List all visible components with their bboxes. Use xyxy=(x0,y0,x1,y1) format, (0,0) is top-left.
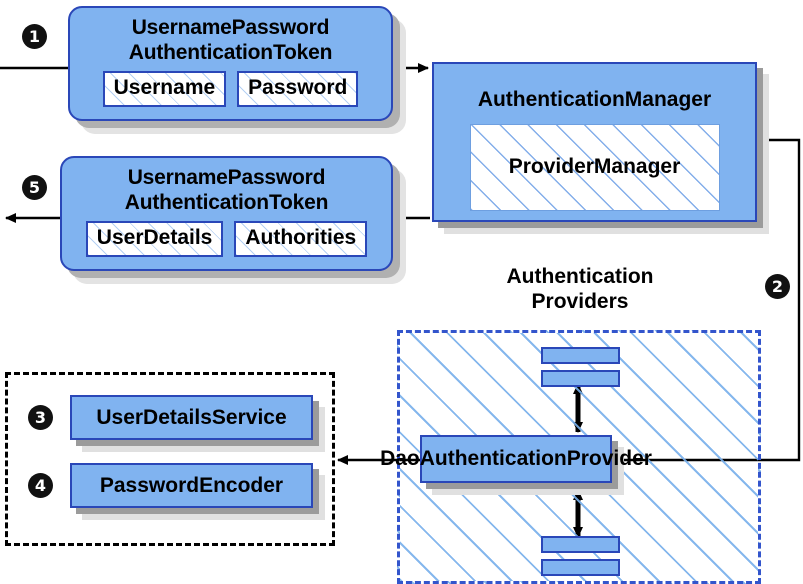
response-token-title: UsernamePassword AuthenticationToken xyxy=(124,166,329,214)
password-encoder-label: PasswordEncoder xyxy=(99,473,284,497)
field-userdetails[interactable]: UserDetails xyxy=(85,221,224,257)
field-authorities[interactable]: Authorities xyxy=(234,221,368,257)
provider-stack-top-bar-2[interactable] xyxy=(541,370,620,387)
dao-authentication-provider-label: DaoAuthenticationProvider xyxy=(380,447,652,470)
services-group-region xyxy=(5,372,335,546)
request-token-fields: Username Password xyxy=(102,71,359,107)
authentication-manager-title: AuthenticationManager xyxy=(477,87,712,111)
provider-stack-bottom-bar-2[interactable] xyxy=(541,559,620,576)
provider-manager-label: ProviderManager xyxy=(508,155,681,178)
step-marker-5: 5 xyxy=(22,175,47,200)
step-marker-3: 3 xyxy=(28,405,53,430)
field-username[interactable]: Username xyxy=(102,71,227,107)
step-marker-4: 4 xyxy=(28,473,53,498)
provider-stack-top-bar-1[interactable] xyxy=(541,347,620,364)
password-encoder-box[interactable]: PasswordEncoder xyxy=(70,463,313,508)
request-token-title: UsernamePassword AuthenticationToken xyxy=(128,16,333,64)
user-details-service-label: UserDetailsService xyxy=(96,405,287,429)
request-token-box[interactable]: UsernamePassword AuthenticationToken Use… xyxy=(68,6,393,121)
step-marker-2: 2 xyxy=(765,274,790,299)
field-password[interactable]: Password xyxy=(237,71,359,107)
dao-authentication-provider-box[interactable]: DaoAuthenticationProvider xyxy=(380,435,652,483)
step-marker-1: 1 xyxy=(22,24,47,49)
user-details-service-box[interactable]: UserDetailsService xyxy=(70,395,313,440)
response-token-box[interactable]: UsernamePassword AuthenticationToken Use… xyxy=(60,156,393,271)
response-token-fields: UserDetails Authorities xyxy=(85,221,368,257)
authentication-providers-label: Authentication Providers xyxy=(506,265,654,313)
provider-manager-box[interactable]: ProviderManager xyxy=(469,123,720,211)
provider-stack-bottom-bar-1[interactable] xyxy=(541,536,620,553)
authentication-manager-box[interactable]: AuthenticationManager ProviderManager xyxy=(432,62,757,222)
